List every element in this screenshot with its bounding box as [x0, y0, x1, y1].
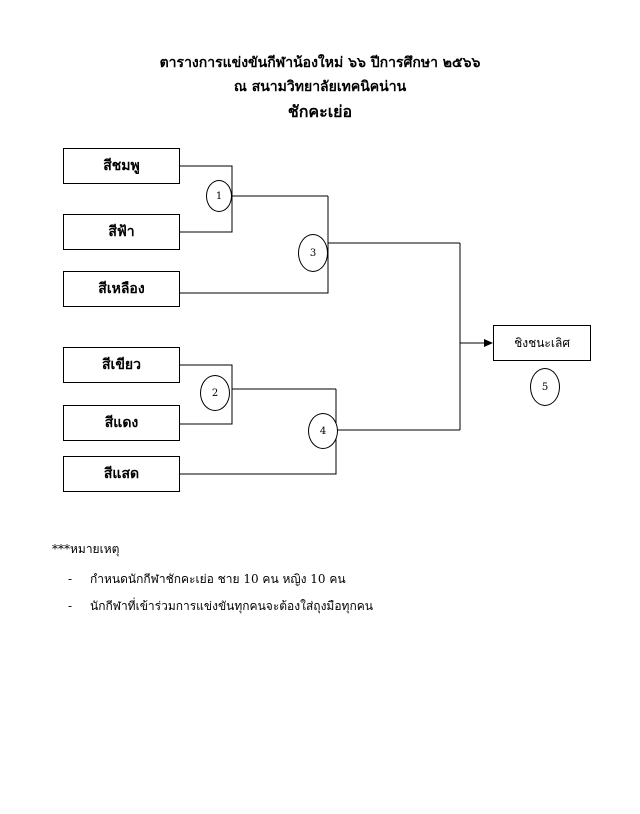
- bracket-line-yellow: [180, 196, 329, 294]
- venue-subtitle: ณ สนามวิทยาลัยเทคนิคน่าน: [233, 79, 407, 95]
- sport-title: ชักคะเย่อ: [287, 102, 353, 121]
- match-2-circle: 2: [200, 375, 230, 411]
- bracket-line-green: [180, 364, 233, 389]
- note-item: - นักกีฬาที่เข้าร่วมการแข่งขันทุกคนจะต้อง…: [68, 597, 373, 616]
- final-box: ชิงชนะเลิศ: [493, 325, 591, 361]
- bracket-line-orange: [180, 389, 337, 475]
- bracket-line-red: [180, 389, 233, 425]
- note-text: นักกีฬาที่เข้าร่วมการแข่งขันทุกคนจะต้องใ…: [90, 599, 373, 613]
- match-3-circle: 3: [298, 234, 328, 272]
- team-box-orange: สีแสด: [63, 456, 180, 492]
- note-dash: -: [68, 599, 73, 613]
- note-dash: -: [68, 572, 73, 586]
- bracket-line-pink: [180, 165, 233, 196]
- match-4-circle: 4: [308, 413, 338, 449]
- team-box-pink: สีชมพู: [63, 148, 180, 184]
- team-box-yellow: สีเหลือง: [63, 271, 180, 307]
- team-box-sky: สีฟ้า: [63, 214, 180, 250]
- notes-heading: ***หมายเหตุ: [52, 542, 120, 556]
- note-text: กำหนดนักกีฬาชักคะเย่อ ชาย 10 คน หญิง 10 …: [90, 572, 346, 586]
- note-item: - กำหนดนักกีฬาชักคะเย่อ ชาย 10 คน หญิง 10…: [68, 570, 346, 589]
- match-5-circle: 5: [530, 368, 560, 406]
- team-box-red: สีแดง: [63, 405, 180, 441]
- match-1-circle: 1: [206, 180, 232, 212]
- page-title: ตารางการแข่งขันกีฬาน้องใหม่ ๖๖ ปีการศึกษ…: [159, 55, 481, 71]
- team-box-green: สีเขียว: [63, 347, 180, 383]
- arrow-head: [484, 339, 493, 347]
- bracket-line-sky: [180, 196, 233, 233]
